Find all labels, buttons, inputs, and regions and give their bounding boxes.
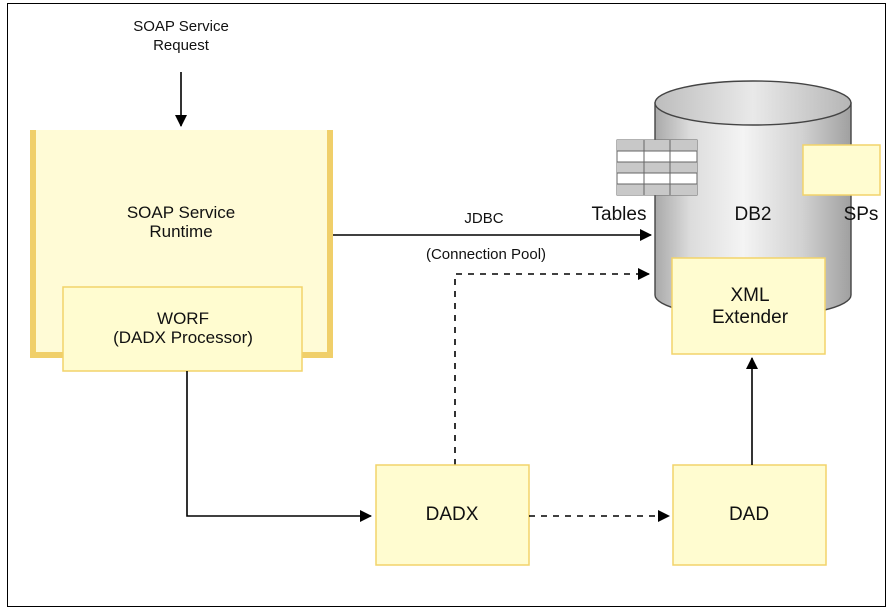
dadx-box	[375, 464, 530, 566]
dad-box	[672, 464, 827, 566]
tables-label: Tables	[591, 204, 647, 225]
connection-pool-dashed-arrow	[454, 268, 650, 465]
worf-box	[62, 286, 303, 372]
soap-runtime-label: SOAP Service Runtime	[106, 203, 256, 241]
connection-pool-label: (Connection Pool)	[425, 246, 547, 263]
worf-to-dadx-arrow	[186, 371, 372, 522]
xml-line2: Extender	[711, 307, 789, 328]
xml-extender-box	[671, 257, 826, 355]
soap-request-label: SOAP Service Request	[111, 17, 251, 55]
xml-line1: XML	[730, 285, 770, 306]
db2-label: DB2	[734, 204, 772, 225]
worf-label: WORF (DADX Processor)	[88, 309, 278, 347]
tables-grid-icon	[616, 139, 698, 196]
worf-line2: (DADX Processor)	[113, 328, 253, 347]
soap-runtime-line2: Runtime	[149, 222, 213, 241]
soap-request-line2: Request	[153, 37, 209, 54]
sps-label: SPs	[843, 204, 879, 225]
dad-label: DAD	[728, 504, 770, 525]
xml-extender-label: XML Extender	[690, 285, 810, 329]
sps-box	[802, 144, 881, 196]
dadx-label: DADX	[425, 504, 479, 525]
soap-request-line1: SOAP Service	[133, 18, 229, 35]
jdbc-label: JDBC	[464, 210, 504, 227]
worf-line1: WORF	[157, 309, 209, 328]
soap-runtime-line1: SOAP Service	[126, 203, 236, 222]
